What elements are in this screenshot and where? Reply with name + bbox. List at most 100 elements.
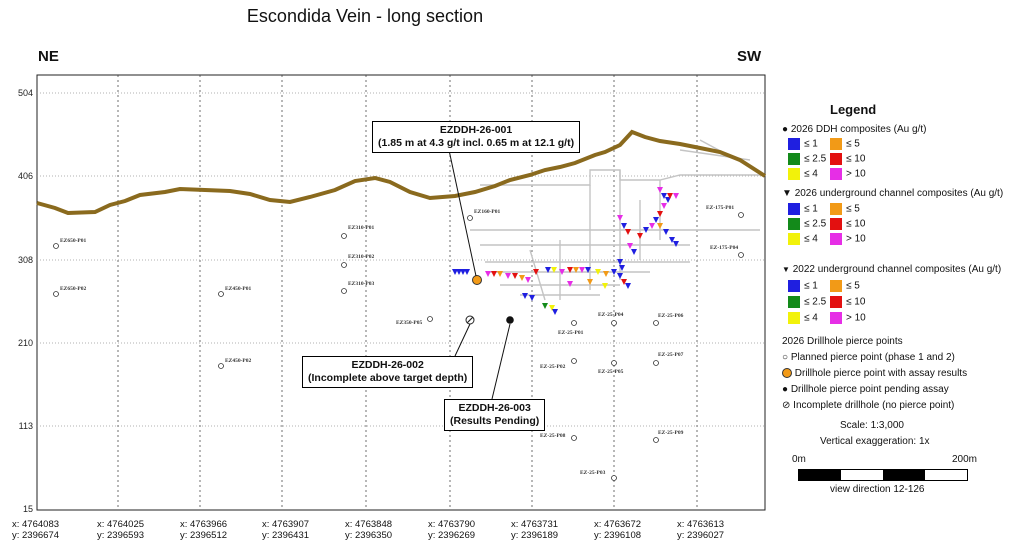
ezddh-001-pierce-point [472,275,482,285]
y-tick: 210 [18,338,33,348]
channel-composite-marker [567,267,573,273]
grade-swatch [788,203,800,215]
y-tick: 308 [18,255,33,265]
vertical-exaggeration-text: Vertical exaggeration: 1x [820,436,930,447]
grade-swatch [830,168,842,180]
scale-text: Scale: 1:3,000 [840,420,904,431]
grade-swatch [830,203,842,215]
channel-composite-marker [611,269,617,275]
grade-swatch [830,233,842,245]
legend-with-assay: Drillhole pierce point with assay result… [782,368,967,379]
open-circle-icon: ○ [782,352,789,363]
callout-hole-id: EZDDH-26-001 [439,124,513,136]
channel-composite-marker [669,237,675,243]
callout-result: (1.85 m at 4.3 g/t incl. 0.65 m at 12.1 … [378,137,575,149]
grade-swatch [830,280,842,292]
channel-composite-marker [619,265,625,271]
ezddh-002-callout: EZDDH-26-002 (Incomplete above target de… [302,356,474,388]
channel-composite-marker [661,193,667,199]
orange-circle-icon [782,368,792,379]
pierce-label: EZ-25-P03 [580,470,606,476]
legend-2022-channel-header: ▼ 2022 underground channel composites (A… [782,264,1002,275]
scale-end-label: 200m [952,454,978,465]
channel-composite-marker [519,275,525,281]
pierce-label: EZ-25-P08 [540,433,566,439]
ezddh-003-callout: EZDDH-26-003 (Results Pending) [444,399,546,431]
grade-swatch [788,312,800,324]
channel-composite-marker [587,279,593,285]
channel-composite-marker [533,269,539,275]
pierce-label: EZ-25-P09 [658,430,684,436]
pierce-label: EZ-25-P05 [598,369,624,375]
channel-composite-marker [485,271,491,277]
channel-composite-marker [452,269,458,275]
channel-composite-marker [663,229,669,235]
grade-swatch [830,296,842,308]
grade-swatch [788,153,800,165]
channel-composite-marker [552,309,558,315]
filled-circle-icon: ● [782,124,789,135]
channel-composite-marker [460,269,466,275]
y-tick: 15 [23,504,33,514]
legend-incomplete: ⊘ Incomplete drillhole (no pierce point) [782,400,955,411]
y-tick: 113 [19,421,33,431]
pierce-label: EZ-25-P04 [598,312,624,318]
direction-ne: NE [38,48,59,65]
grade-swatch [788,138,800,150]
channel-composite-marker [522,293,528,299]
channel-composite-marker [621,223,627,229]
pierce-label: EZ160-P01 [474,209,501,215]
channel-composite-marker [621,279,627,285]
channel-composite-marker [545,267,551,273]
channel-composite-marker [627,243,633,249]
grade-swatch [830,153,842,165]
horizontal-gridlines [37,92,765,427]
channel-composite-marker [661,203,667,209]
pierce-label: EZ-25-P06 [658,313,684,319]
ezddh-002-incomplete-marker [465,315,475,325]
legend-planned: ○ Planned pierce point (phase 1 and 2) [782,352,955,363]
crossed-circle-icon: ⊘ [782,400,791,411]
channel-composite-marker [567,281,573,287]
topography-line [36,129,767,216]
grade-swatch [788,296,800,308]
channel-composite-marker [551,267,557,273]
channel-composite-marker [643,227,649,233]
pierce-label: EZ310-P03 [348,281,375,287]
channel-composite-marker [549,305,555,311]
channel-composite-marker [585,267,591,273]
channel-composite-marker [617,273,623,279]
channel-composite-marker [579,267,585,273]
legend-title: Legend [830,102,877,117]
small-triangle-down-icon: ▼ [782,265,790,274]
channel-composite-marker [667,193,673,199]
black-circle-icon: ● [782,384,789,395]
pierce-label: EZ-175-P01 [706,205,734,211]
legend-2026-channel-header: ▼ 2026 underground channel composites (A… [782,188,1004,199]
channel-composite-marker [657,211,663,217]
grade-swatch [830,312,842,324]
channel-composite-marker [595,269,601,275]
pierce-label: EZ450-P02 [225,358,252,364]
legend-pending: ● Drillhole pierce point pending assay [782,384,949,395]
channel-composite-marker [665,197,671,203]
grade-swatch [830,218,842,230]
grade-swatch [788,280,800,292]
channel-composite-marker [631,249,637,255]
channel-composite-marker [673,241,679,247]
grade-swatch [788,218,800,230]
callout-result: (Incomplete above target depth) [308,372,468,384]
channel-composite-marker [673,193,679,199]
view-direction-text: view direction 12-126 [830,484,925,495]
ezddh-001-callout: EZDDH-26-001 (1.85 m at 4.3 g/t incl. 0.… [372,121,581,153]
channel-composite-marker [512,273,518,279]
channel-composite-marker [529,295,535,301]
y-tick: 406 [18,171,33,181]
channel-composite-marker [657,223,663,229]
callout-result: (Results Pending) [450,415,540,427]
pierce-label: EZ650-P02 [60,286,87,292]
